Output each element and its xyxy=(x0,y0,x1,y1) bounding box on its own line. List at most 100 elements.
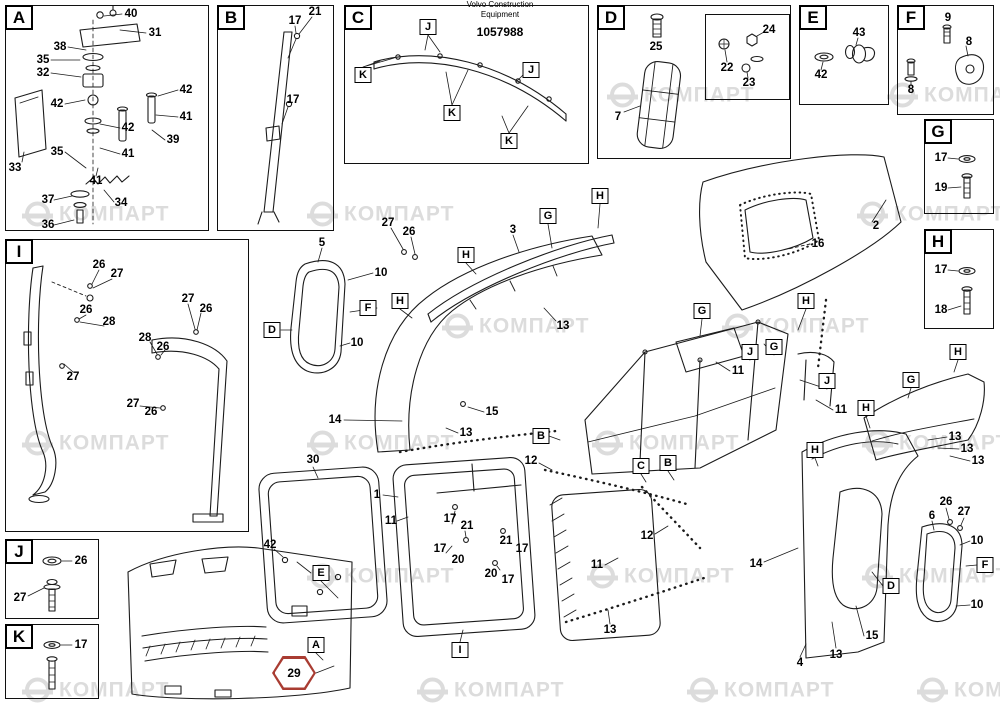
part-number-callout: 10 xyxy=(374,267,388,279)
part-number-hex: 29 xyxy=(272,656,316,690)
part-number-callout: 12 xyxy=(640,530,654,542)
ref-letter-box: I xyxy=(451,642,469,658)
part-number-callout: 30 xyxy=(306,454,320,466)
part-number-callout: 43 xyxy=(852,27,866,39)
watermark-logo-icon xyxy=(442,313,473,339)
part-number-callout: 13 xyxy=(829,649,843,661)
watermark: КОМПАРТ xyxy=(917,677,1000,703)
part-number-callout: 17 xyxy=(501,574,515,586)
part-number-callout: 38 xyxy=(53,41,67,53)
part-number-callout: 13 xyxy=(459,427,473,439)
part-number-callout: 27 xyxy=(13,592,27,604)
ref-letter-box: K xyxy=(443,105,461,121)
ref-letter-box: H xyxy=(797,293,815,309)
part-number-callout: 23 xyxy=(742,77,756,89)
part-number-callout: 8 xyxy=(965,36,973,48)
ref-letter-box: K xyxy=(354,67,372,83)
part-number-callout: 4 xyxy=(796,657,804,669)
watermark-logo-icon xyxy=(857,201,888,227)
part-number-callout: 34 xyxy=(114,197,128,209)
part-number-callout: 42 xyxy=(50,98,64,110)
brand-line-2: Equipment xyxy=(480,10,520,20)
part-number-callout: 36 xyxy=(41,219,55,231)
watermark: КОМПАРТ xyxy=(442,313,589,339)
part-number-callout: 10 xyxy=(970,535,984,547)
part-number-callout: 39 xyxy=(166,134,180,146)
ref-letter-box: G xyxy=(902,372,920,388)
part-number-callout: 17 xyxy=(934,152,948,164)
part-number-callout: 27 xyxy=(126,398,140,410)
part-number-callout: 11 xyxy=(731,365,745,377)
brand-line-1: Volvo Construction xyxy=(466,0,534,9)
part-number-callout: 25 xyxy=(649,41,663,53)
part-number-callout: 15 xyxy=(865,630,879,642)
panel-letter: B xyxy=(217,5,245,30)
panel-letter: J xyxy=(5,539,33,564)
watermark: КОМПАРТ xyxy=(22,430,169,456)
watermark-logo-icon xyxy=(862,430,893,456)
ref-letter-box: G xyxy=(765,339,783,355)
watermark-logo-icon xyxy=(307,430,338,456)
part-number-callout: 3 xyxy=(509,224,517,236)
part-number-callout: 13 xyxy=(556,320,570,332)
ref-letter-box: H xyxy=(457,247,475,263)
watermark: КОМПАРТ xyxy=(887,82,1000,108)
ref-letter-box: G xyxy=(539,208,557,224)
part-number-callout: 17 xyxy=(74,639,88,651)
part-number-callout: 17 xyxy=(443,513,457,525)
part-number-callout: 42 xyxy=(814,69,828,81)
part-number-callout: 21 xyxy=(499,535,513,547)
part-number-callout: 26 xyxy=(199,303,213,315)
part-number-callout: 18 xyxy=(934,304,948,316)
part-number-callout: 19 xyxy=(934,182,948,194)
part-number-callout: 13 xyxy=(960,443,974,455)
panel-letter: E xyxy=(799,5,827,30)
watermark-logo-icon xyxy=(592,430,623,456)
watermark: КОМПАРТ xyxy=(592,430,739,456)
watermark: КОМПАРТ xyxy=(607,82,754,108)
part-number-callout: 27 xyxy=(181,293,195,305)
part-number-callout: 1 xyxy=(373,489,381,501)
ref-letter-box: E xyxy=(312,565,330,581)
part-number-callout: 42 xyxy=(263,539,277,551)
part-number-callout: 28 xyxy=(102,316,116,328)
part-number-callout: 26 xyxy=(79,304,93,316)
part-number-callout: 17 xyxy=(934,264,948,276)
watermark: КОМПАРТ xyxy=(687,677,834,703)
watermark-logo-icon xyxy=(22,677,53,703)
part-number-callout: 35 xyxy=(50,146,64,158)
part-number-callout: 12 xyxy=(524,455,538,467)
watermark-logo-icon xyxy=(887,82,918,108)
part-number-callout: 31 xyxy=(148,27,162,39)
panel-letter: H xyxy=(924,229,952,254)
watermark: КОМПАРТ xyxy=(587,563,734,589)
watermark-logo-icon xyxy=(417,677,448,703)
part-number-callout: 24 xyxy=(762,24,776,36)
part-number-callout: 21 xyxy=(308,6,322,18)
part-number-callout: 37 xyxy=(41,194,55,206)
part-number-callout: 35 xyxy=(36,54,50,66)
ref-letter-box: B xyxy=(532,428,550,444)
ref-letter-box: C xyxy=(632,458,650,474)
part-number-callout: 40 xyxy=(124,8,138,20)
part-number-callout: 20 xyxy=(484,568,498,580)
part-number-callout: 8 xyxy=(907,84,915,96)
ref-letter-box: H xyxy=(949,344,967,360)
part-number-callout: 9 xyxy=(944,12,952,24)
watermark-logo-icon xyxy=(607,82,638,108)
ref-letter-box: H xyxy=(857,400,875,416)
part-number-callout: 21 xyxy=(460,520,474,532)
ref-letter-box: H xyxy=(806,442,824,458)
part-number-callout: 14 xyxy=(328,414,342,426)
part-number-callout: 10 xyxy=(350,337,364,349)
part-number-callout: 22 xyxy=(720,62,734,74)
panel-letter: D xyxy=(597,5,625,30)
ref-letter-box: H xyxy=(391,293,409,309)
panel-letter: I xyxy=(5,239,33,264)
part-number-callout: 26 xyxy=(144,406,158,418)
panel-letter: A xyxy=(5,5,33,30)
watermark: КОМПАРТ xyxy=(307,430,454,456)
part-number-callout: 6 xyxy=(928,510,936,522)
ref-letter-box: H xyxy=(591,188,609,204)
